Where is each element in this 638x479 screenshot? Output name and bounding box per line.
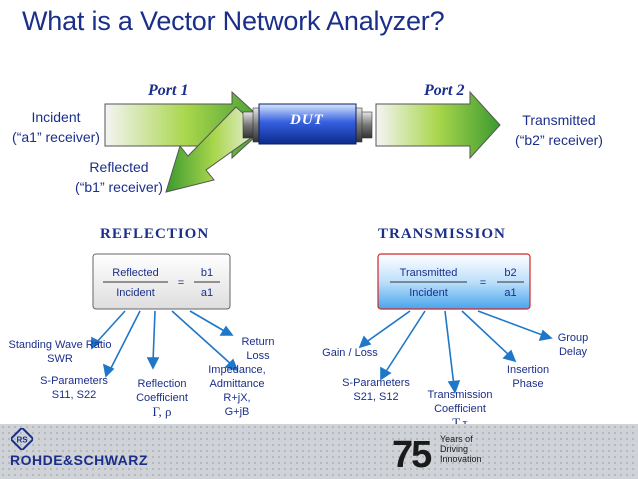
anniversary-number: 75: [392, 434, 432, 476]
return-loss-item: Return Loss: [232, 335, 284, 363]
reflection-heading: REFLECTION: [100, 226, 210, 242]
reflection-equals: =: [177, 277, 185, 289]
reflection-denominator: Incident: [116, 287, 155, 299]
transmission-sparam-line1: S-Parameters: [342, 377, 410, 389]
reflection-ratio-den: a1: [200, 287, 214, 299]
swr-line1: Standing Wave Ratio: [8, 339, 112, 351]
transmission-heading: TRANSMISSION: [378, 226, 506, 242]
return-loss-line1: Return: [241, 336, 275, 348]
transmission-coef-line2: Coefficient: [434, 403, 486, 415]
transmission-sparam-item: S-Parameters S21, S12: [336, 376, 416, 404]
transmission-numerator: Transmitted: [399, 267, 458, 279]
brand-name: ROHDE&SCHWARZ: [10, 452, 148, 468]
transmission-denominator: Incident: [409, 287, 448, 299]
transmission-coef-line1: Transmission: [427, 389, 493, 401]
reflected-line1: Reflected: [89, 159, 149, 175]
page-title: What is a Vector Network Analyzer?: [22, 6, 445, 36]
swr-item: Standing Wave Ratio SWR: [2, 338, 118, 366]
impedance-line2: Admittance: [209, 378, 265, 390]
reflected-line2: (“b1” receiver): [75, 179, 163, 195]
reflection-sparam-line1: S-Parameters: [40, 375, 108, 387]
swr-line2: SWR: [47, 353, 73, 365]
port2-label: Port 2: [424, 82, 465, 99]
dut-label: DUT: [290, 112, 324, 128]
impedance-line4: G+jB: [224, 406, 250, 418]
gain-loss-item: Gain / Loss: [322, 347, 378, 359]
svg-text:RS: RS: [16, 436, 28, 445]
impedance-line1: Impedance,: [208, 364, 266, 376]
group-delay-item: Group Delay: [548, 331, 598, 359]
rohde-schwarz-logo-icon: RS: [11, 428, 33, 450]
impedance-line3: R+jX,: [223, 392, 251, 404]
transmitted-arrow: [375, 90, 501, 160]
dut-box: [258, 103, 357, 145]
footer-pattern: [0, 424, 638, 479]
incident-line1: Incident: [31, 109, 81, 125]
transmission-equals: =: [479, 277, 487, 289]
insertion-phase-line1: Insertion: [506, 364, 550, 376]
transmission-fan-arrows: [358, 310, 553, 394]
reflection-coef-symbols: Γ, ρ: [152, 404, 172, 419]
transmitted-line1: Transmitted: [522, 112, 596, 128]
transmitted-line2: (“b2” receiver): [515, 132, 603, 148]
reflection-sparam-item: S-Parameters S11, S22: [36, 374, 112, 402]
anniversary-tagline: Years of Driving Innovation: [440, 434, 482, 464]
reflection-fan-arrows: [91, 310, 239, 378]
transmission-ratio-den: a1: [504, 287, 517, 299]
reflection-coef-line1: Reflection: [137, 378, 187, 390]
group-delay-line1: Group: [557, 332, 589, 344]
reflection-sparam-line2: S11, S22: [51, 389, 97, 401]
transmitted-label: Transmitted (“b2” receiver): [504, 110, 614, 150]
group-delay-line2: Delay: [558, 346, 588, 358]
port1-label: Port 1: [148, 82, 189, 99]
reflection-ratio-num: b1: [200, 267, 214, 279]
reflection-coefficient-item: Reflection Coefficient Γ, ρ: [128, 377, 196, 419]
impedance-item: Impedance, Admittance R+jX, G+jB: [202, 363, 272, 419]
insertion-phase-line2: Phase: [512, 378, 544, 390]
insertion-phase-item: Insertion Phase: [500, 363, 556, 391]
incident-label: Incident (“a1” receiver): [4, 107, 108, 147]
transmission-ratio-num: b2: [504, 267, 517, 279]
reflection-coef-line2: Coefficient: [136, 392, 188, 404]
return-loss-line2: Loss: [246, 350, 270, 362]
reflected-label: Reflected (“b1” receiver): [60, 157, 178, 197]
reflection-numerator: Reflected: [112, 267, 159, 279]
incident-line2: (“a1” receiver): [12, 129, 100, 145]
transmission-sparam-line2: S21, S12: [353, 391, 399, 403]
